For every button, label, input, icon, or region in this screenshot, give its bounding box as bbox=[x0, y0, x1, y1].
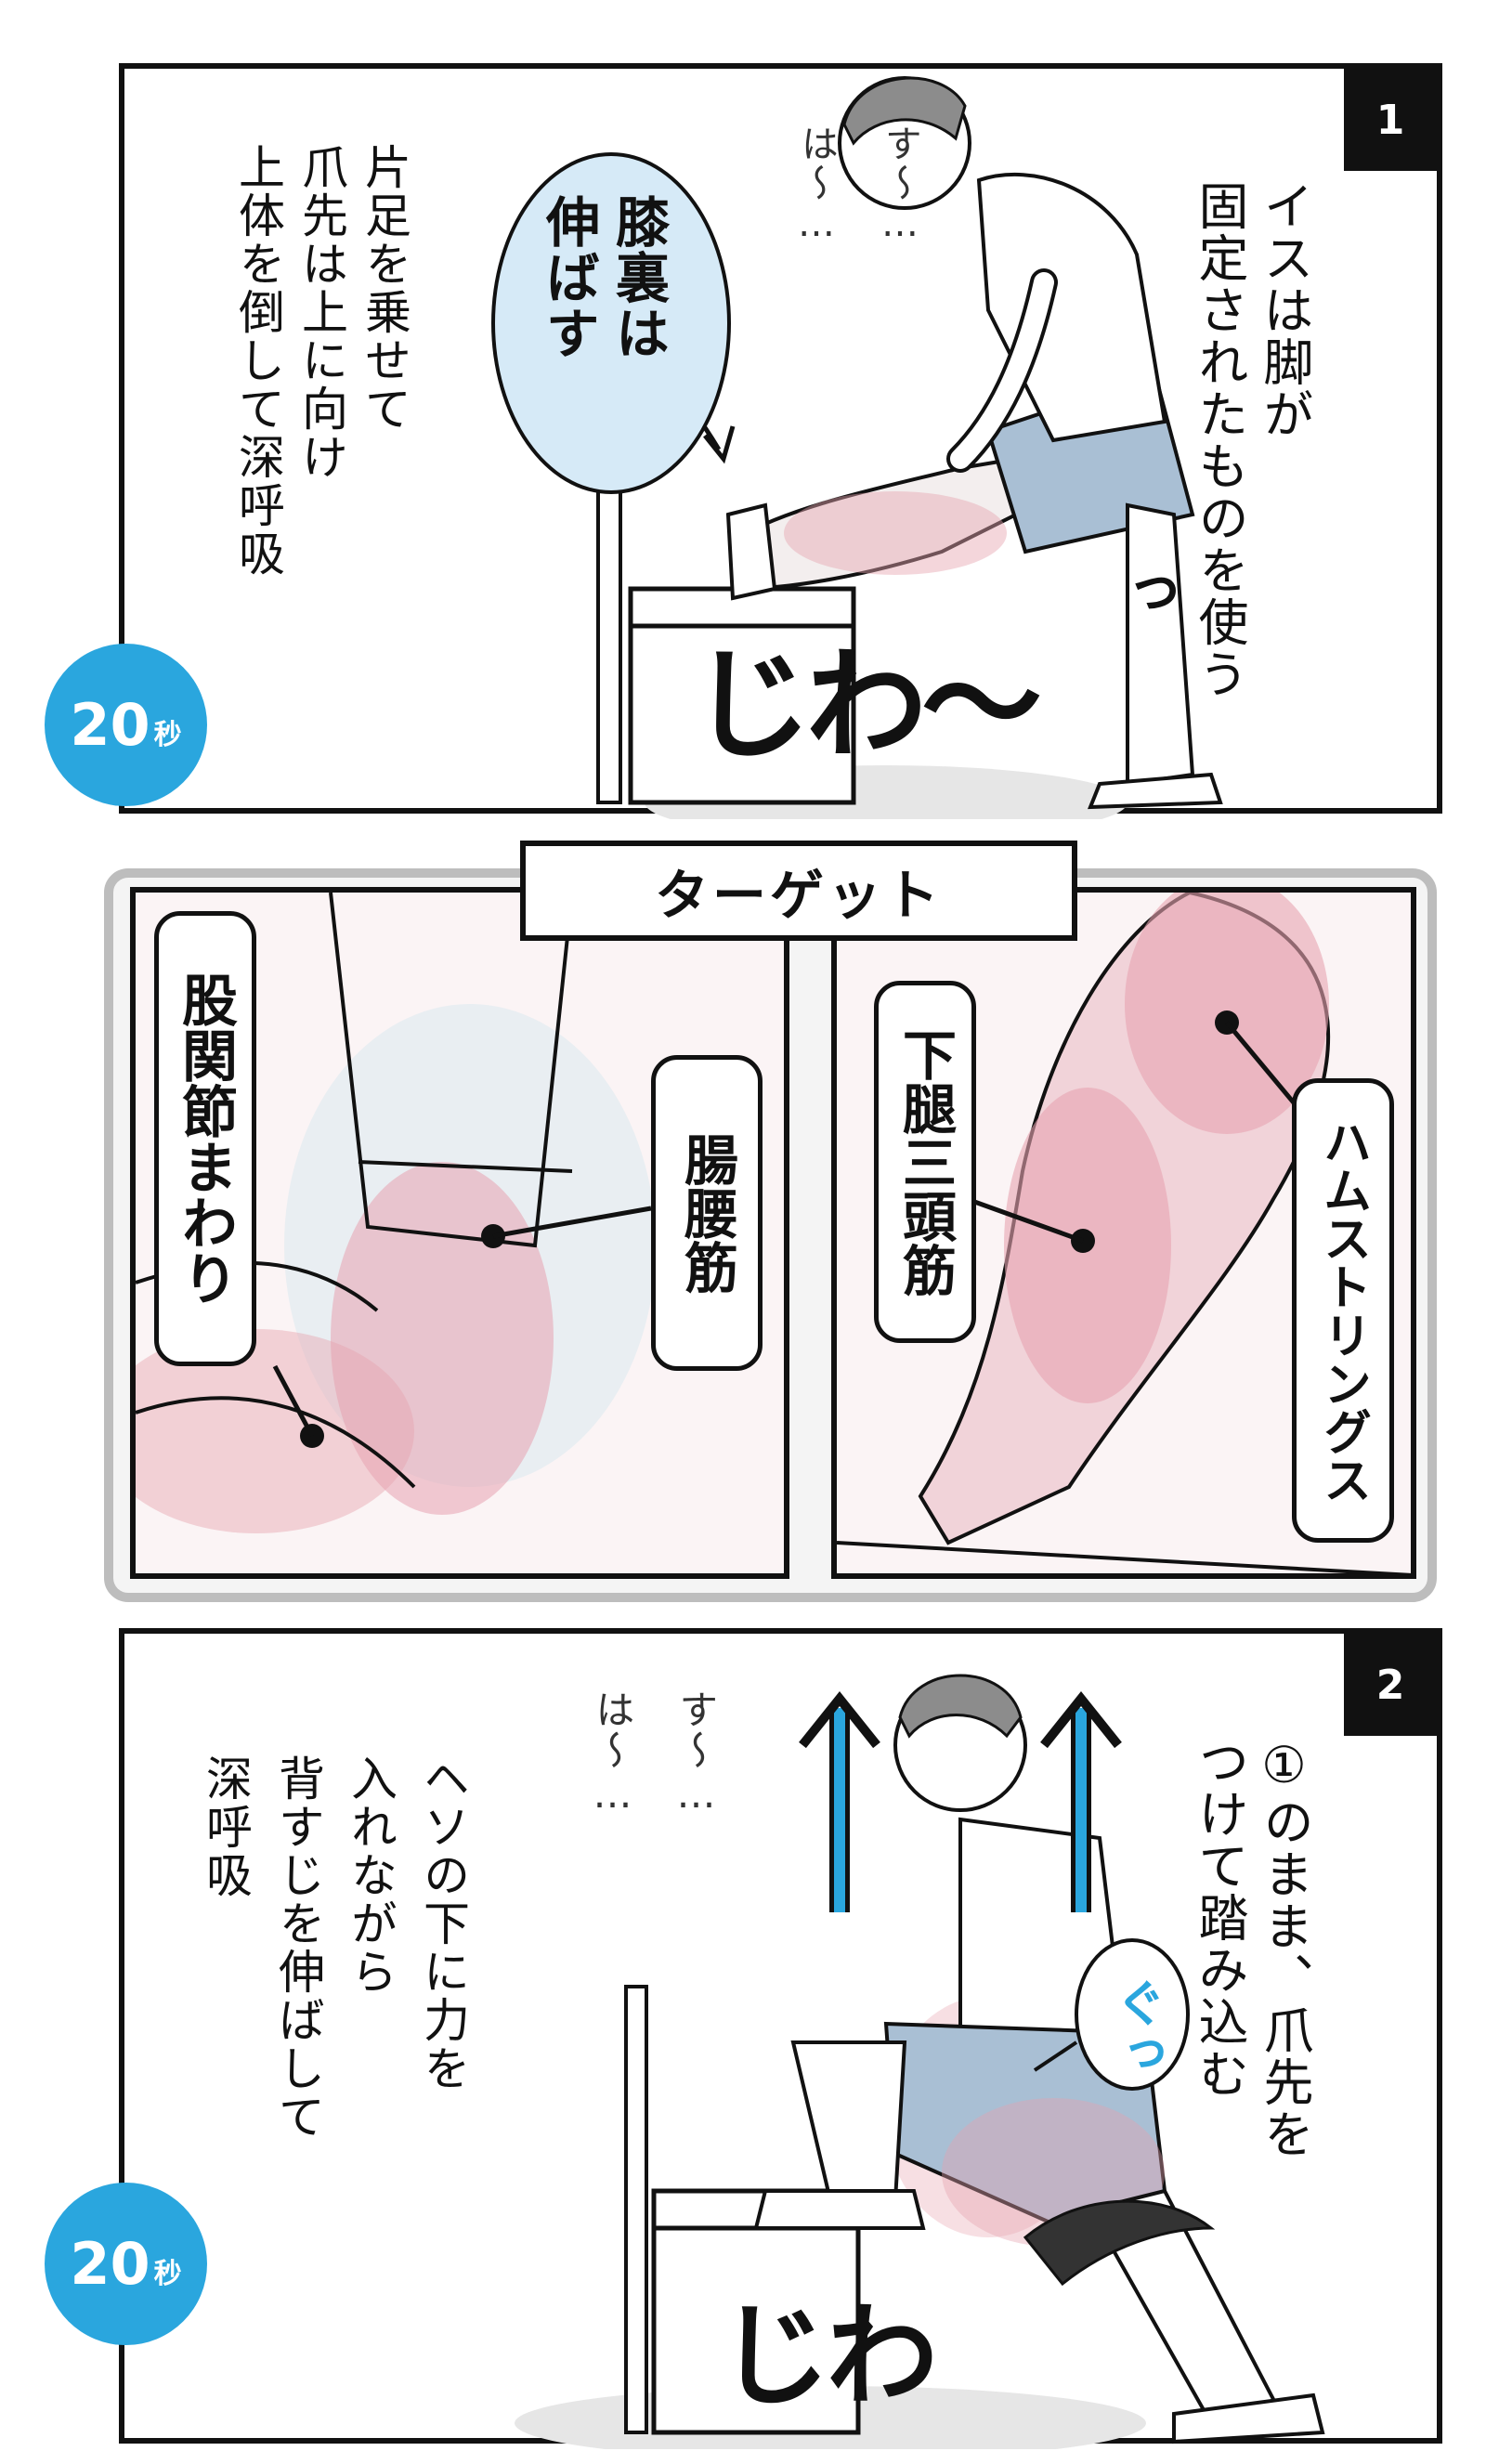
breath-line: は〜… bbox=[795, 124, 838, 247]
panel-2-caption: ①のまま、爪先を つけて踏み込む bbox=[1186, 1736, 1316, 2160]
panel-2: 2 ①のまま、爪先を つけて踏み込む ヘソの下に力を 入れながら 背すじを伸ばし… bbox=[119, 1628, 1442, 2449]
hip-anatomy-illustration bbox=[136, 893, 656, 1533]
panel-1-caption: イスは脚が 固定されたものを使う bbox=[1186, 180, 1316, 700]
sound-effect: じわ bbox=[719, 2292, 938, 2421]
breath-line: す〜… bbox=[673, 1689, 719, 1819]
instruction-line: 背すじを伸ばして bbox=[271, 1754, 325, 2141]
breath-text: す〜… は〜… bbox=[775, 124, 942, 247]
timer-unit: 秒 bbox=[153, 2257, 182, 2290]
sound-effect: じわ〜 bbox=[691, 634, 1042, 776]
sound-effect-small: ぐっ bbox=[1107, 1977, 1166, 2078]
timer-value: 20 bbox=[70, 2230, 150, 2298]
leg-anatomy-illustration bbox=[837, 893, 1413, 1575]
panel-2-instructions: ヘソの下に力を 入れながら 背すじを伸ばして 深呼吸 bbox=[189, 1754, 479, 2141]
instruction-line: 入れながら bbox=[344, 1754, 398, 1996]
panel-1: 1 イスは脚が 固定されたものを使う 片足を乗せて 爪先は上に向け 上体を倒して… bbox=[119, 63, 1442, 819]
bubble-line: 伸ばす bbox=[537, 194, 600, 361]
caption-line: つけて踏み込む bbox=[1190, 1736, 1248, 2100]
caption-line: ①のまま、爪先を bbox=[1255, 1736, 1313, 2160]
lunge-illustration bbox=[515, 1674, 1325, 2449]
sound-effect-tail: っ bbox=[1128, 555, 1183, 620]
instruction-line: ヘソの下に力を bbox=[416, 1754, 470, 2092]
panel-number-badge: 2 bbox=[1344, 1634, 1437, 1736]
instruction-line: 上体を倒して深呼吸 bbox=[231, 143, 285, 578]
bubble-text: 膝裏は 伸ばす bbox=[533, 194, 672, 361]
timer-unit: 秒 bbox=[153, 718, 182, 751]
label-hamstrings: ハムストリングス bbox=[1292, 1078, 1394, 1543]
timer-value: 20 bbox=[70, 691, 150, 759]
caption-line: 固定されたものを使う bbox=[1190, 180, 1248, 700]
panel-number-badge: 1 bbox=[1344, 69, 1437, 171]
label-hip-joint: 股関節まわり bbox=[154, 911, 256, 1366]
breath-line: は〜… bbox=[590, 1689, 635, 1819]
breath-text: す〜… は〜… bbox=[570, 1689, 737, 1819]
label-triceps-surae: 下腿三頭筋 bbox=[874, 981, 976, 1343]
target-title: ターゲット bbox=[520, 841, 1077, 941]
instruction-line: 深呼吸 bbox=[199, 1754, 253, 1899]
speech-bubble bbox=[491, 152, 731, 494]
panel-1-instructions: 片足を乗せて 爪先は上に向け 上体を倒して深呼吸 bbox=[227, 143, 416, 578]
breath-line: す〜… bbox=[879, 124, 921, 247]
instruction-line: 片足を乗せて bbox=[358, 143, 411, 433]
hip-muscle-diagram: 股関節まわり 腸腰筋 bbox=[130, 887, 789, 1579]
caption-line: イスは脚が bbox=[1255, 180, 1313, 440]
label-iliopsoas: 腸腰筋 bbox=[651, 1055, 763, 1371]
instruction-line: 爪先は上に向け bbox=[294, 143, 348, 481]
bubble-line: 膝裏は bbox=[606, 194, 670, 361]
leg-muscle-diagram: 下腿三頭筋 ハムストリングス bbox=[831, 887, 1416, 1579]
